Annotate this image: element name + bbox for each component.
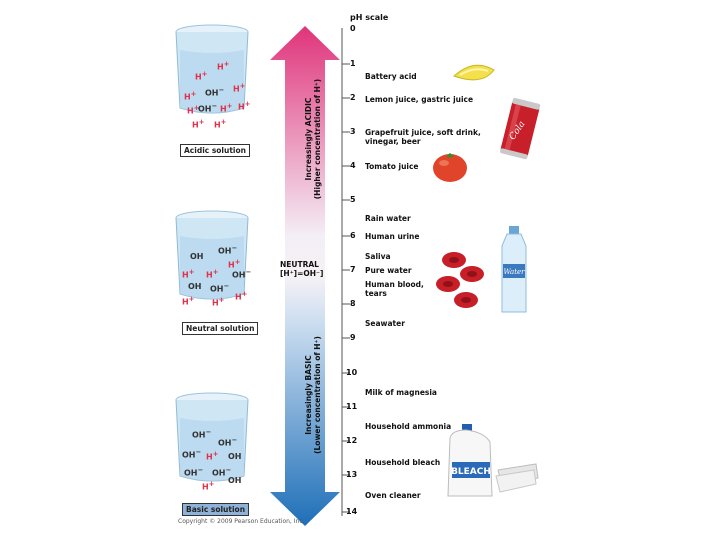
h-ion: H+	[238, 100, 251, 112]
oh-ion: OH−	[212, 466, 232, 478]
copyright-notice: Copyright © 2009 Pearson Education, Inc.	[178, 518, 305, 525]
ph-tick-10: 10	[346, 368, 358, 377]
ph-tick-7: 7	[350, 265, 356, 274]
acidic-beaker	[175, 24, 249, 114]
h-ion: H+	[206, 268, 219, 280]
example-oven-cleaner: Oven cleaner	[365, 491, 421, 500]
water-label-text: Water	[503, 268, 525, 276]
ph-gradient-arrow	[270, 26, 340, 526]
ph-tick-12: 12	[346, 436, 358, 445]
ph-tick-9: 9	[350, 333, 356, 342]
example-grapefruit: Grapefruit juice, soft drink, vinegar, b…	[365, 128, 481, 146]
ph-tick-4: 4	[350, 161, 356, 170]
oh-ion: OH−	[198, 102, 218, 114]
example-battery-acid: Battery acid	[365, 72, 417, 81]
h-ion: H+	[235, 290, 248, 302]
ph-tick-2: 2	[350, 93, 356, 102]
example-household-ammonia: Household ammonia	[365, 422, 452, 431]
basic-beaker	[175, 392, 249, 482]
example-pure-water: Pure water	[365, 266, 412, 275]
ph-tick-5: 5	[350, 195, 356, 204]
oh-ion: OH−	[218, 436, 238, 448]
blood-cells-icon	[436, 252, 484, 308]
h-ion: H+	[195, 70, 208, 82]
ph-scale-title: pH scale 0	[350, 13, 389, 33]
lemon-icon	[453, 64, 495, 81]
h-ion: H+	[212, 296, 225, 308]
ph-tick-14: 14	[346, 507, 358, 516]
h-ion: H+	[182, 295, 195, 307]
acidic-solution-label: Acidic solution	[180, 144, 250, 157]
neutral-solution-label: Neutral solution	[182, 322, 259, 335]
h-ion: H+	[233, 82, 246, 94]
h-ion: H+	[228, 258, 241, 270]
h-ion: H+	[206, 450, 219, 462]
ph-scale-line	[341, 28, 350, 516]
cola-can-icon: Cola	[500, 97, 541, 160]
h-ion: H+	[220, 102, 233, 114]
ph-tick-3: 3	[350, 127, 356, 136]
oh-ion: OH−	[192, 428, 212, 440]
oh-ion: OH	[190, 252, 204, 261]
h-ion: H+	[214, 118, 227, 130]
example-human-urine: Human urine	[365, 232, 420, 241]
h-ion: H+	[202, 480, 215, 492]
water-bottle-icon: Water	[501, 226, 527, 313]
bleach-jug-icon: BLEACH	[447, 424, 539, 497]
ph-tick-13: 13	[346, 470, 358, 479]
example-milk-of-magnesia: Milk of magnesia	[365, 388, 437, 397]
oh-ion: OH−	[182, 448, 202, 460]
oh-ion: OH−	[232, 268, 252, 280]
oh-ion: OH−	[218, 244, 238, 256]
tomato-icon	[433, 153, 467, 182]
ph-tick-8: 8	[350, 299, 356, 308]
neutral-label: NEUTRAL [H⁺]=OH⁻]	[280, 260, 324, 278]
example-household-bleach: Household bleach	[365, 458, 441, 467]
basic-solution-label: Basic solution	[182, 503, 250, 516]
h-ion: H+	[192, 118, 205, 130]
example-saliva: Saliva	[365, 252, 391, 261]
oh-ion: OH−	[205, 86, 225, 98]
ph-tick-6: 6	[350, 231, 356, 240]
oh-ion: OH	[228, 476, 242, 485]
example-tomato-juice: Tomato juice	[365, 162, 419, 171]
basic-axis-label: Increasingly BASIC (Lower concentration …	[304, 336, 322, 454]
oh-ion: OH	[188, 282, 202, 291]
oh-ion: OH−	[184, 466, 204, 478]
oh-ion: OH−	[210, 282, 230, 294]
oh-ion: OH	[228, 452, 242, 461]
ph-tick-1: 1	[350, 59, 356, 68]
example-seawater: Seawater	[365, 319, 405, 328]
example-lemon-juice: Lemon juice, gastric juice	[365, 95, 474, 104]
h-ion: H+	[184, 90, 197, 102]
neutral-beaker	[175, 210, 249, 300]
bleach-label-text: BLEACH	[451, 467, 491, 477]
h-ion: H+	[182, 268, 195, 280]
example-human-blood: Human blood, tears	[365, 280, 424, 298]
acidic-axis-label: Increasingly ACIDIC (Higher concentratio…	[304, 78, 322, 200]
ph-tick-11: 11	[346, 402, 358, 411]
h-ion: H+	[187, 104, 200, 116]
h-ion: H+	[217, 60, 230, 72]
example-rain-water: Rain water	[365, 214, 411, 223]
